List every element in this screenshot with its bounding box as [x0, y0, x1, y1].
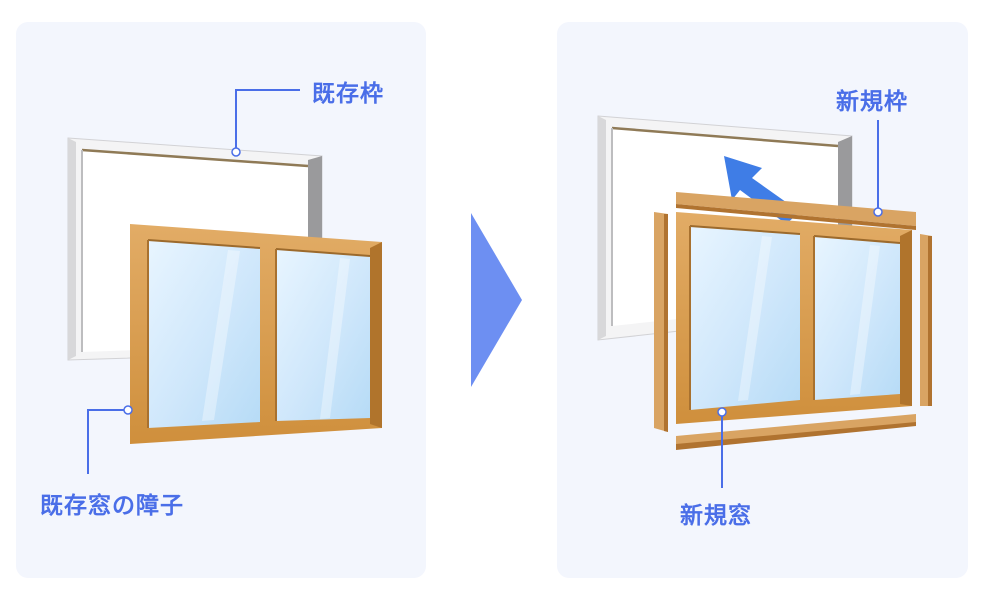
existing-sash-leader	[87, 405, 133, 474]
existing-frame-label: 既存枠	[312, 81, 384, 107]
new-frame-pieces	[654, 192, 932, 450]
existing-frame-leader	[231, 89, 300, 157]
new-window-label: 新規窓	[680, 503, 752, 529]
transition-arrow-icon	[471, 213, 522, 387]
new-frame-label: 新規枠	[836, 89, 908, 115]
new-frame-leader	[873, 120, 883, 217]
new-window-leader	[717, 407, 727, 488]
existing-sash-label: 既存窓の障子	[40, 493, 184, 519]
existing-sash-drawing	[130, 224, 382, 444]
new-window-drawing	[676, 212, 912, 424]
